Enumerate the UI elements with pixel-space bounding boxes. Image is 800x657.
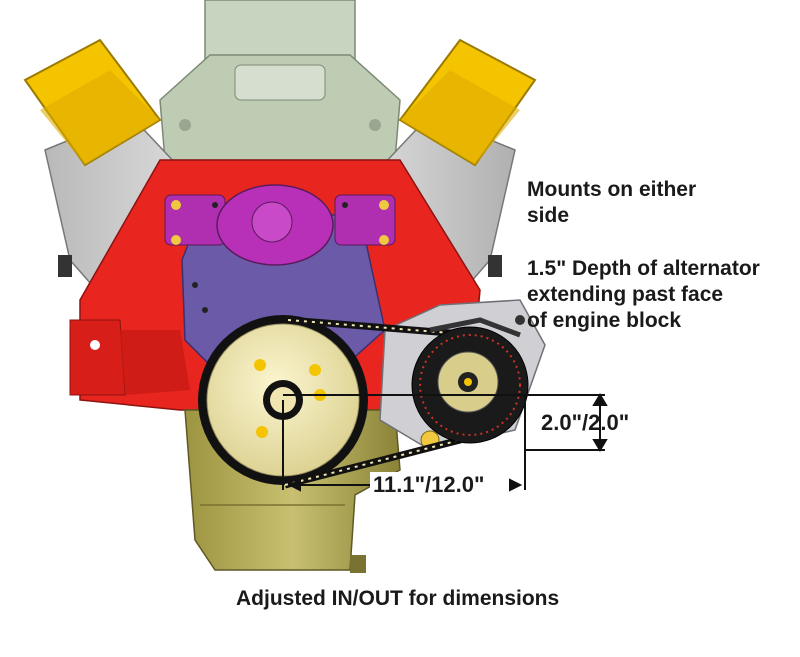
mount-note-line1: Mounts on either bbox=[527, 178, 697, 201]
caption: Adjusted IN/OUT for dimensions bbox=[236, 587, 560, 610]
depth-note-line1: 1.5" Depth of alternator bbox=[527, 257, 760, 280]
mount-note-line2: side bbox=[527, 204, 570, 227]
horizontal-dimension-label: 11.1"/12.0" bbox=[370, 472, 488, 498]
valve-covers bbox=[23, 38, 537, 167]
drive-belt bbox=[284, 316, 476, 489]
intake-manifold bbox=[159, 0, 401, 161]
depth-note-line3: of engine block bbox=[527, 309, 682, 332]
water-pump bbox=[164, 184, 396, 266]
vertical-dimension-label: 2.0"/2.0" bbox=[541, 410, 630, 435]
depth-note-line2: extending past face bbox=[527, 283, 724, 306]
alternator bbox=[411, 317, 529, 444]
dimension-lines bbox=[282, 393, 608, 492]
